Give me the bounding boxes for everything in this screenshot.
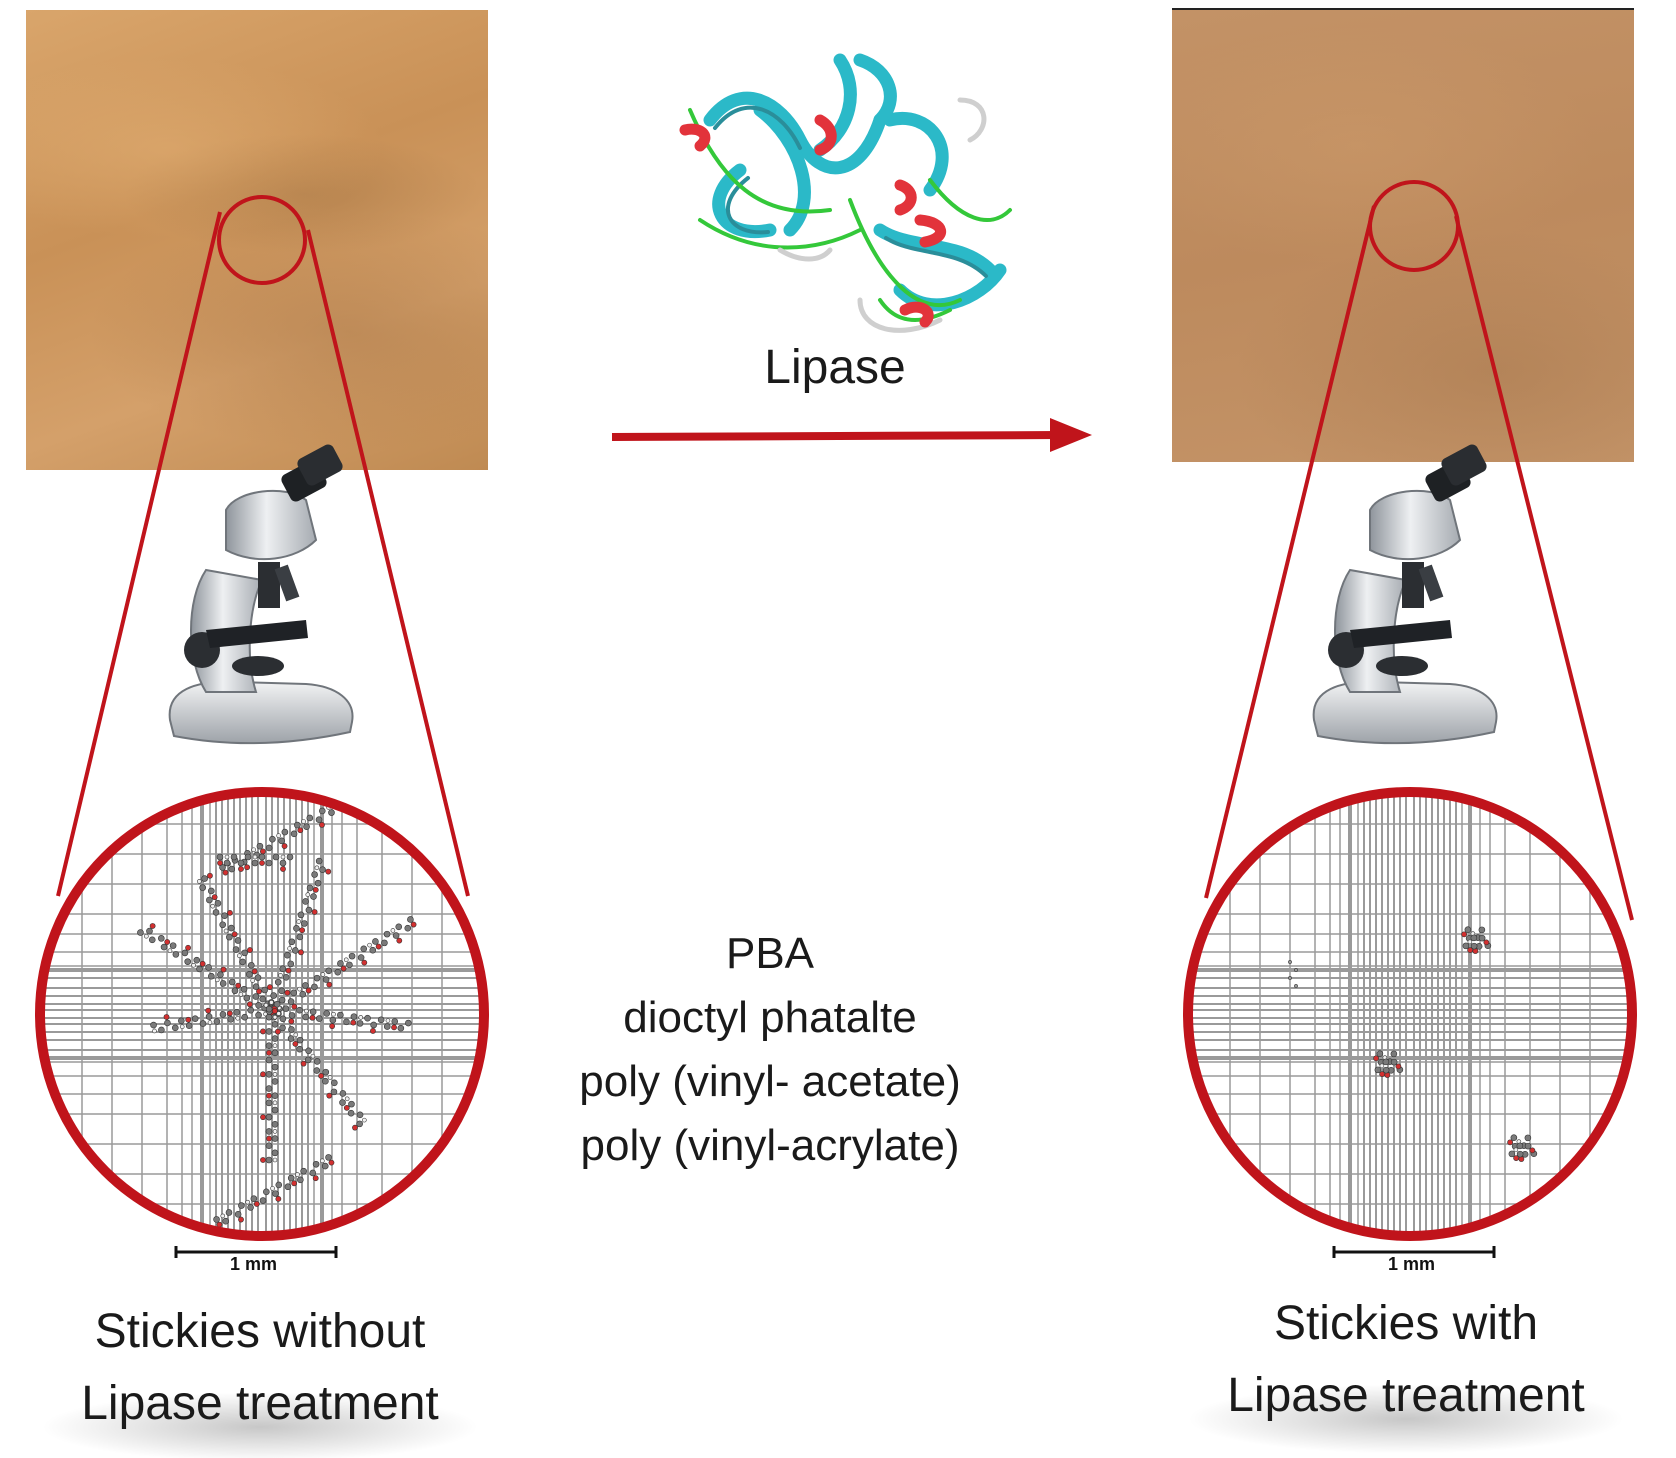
chemical-item: dioctyl phatalte (623, 993, 917, 1042)
chemical-list: PBA dioctyl phatalte poly (vinyl- acetat… (520, 922, 1020, 1178)
caption-shadow-right (1186, 1384, 1626, 1454)
caption-treated: Stickies with Lipase treatment (1176, 1288, 1636, 1432)
microscope-icon (1312, 444, 1498, 745)
sample-spot-right (1368, 180, 1460, 272)
caption-line: Lipase treatment (81, 1377, 439, 1430)
chemical-item: poly (vinyl-acrylate) (580, 1121, 960, 1170)
caption-shadow-left (40, 1392, 480, 1458)
zoom-lines-right (1204, 205, 1634, 921)
microscope-icon (168, 444, 354, 745)
caption-line: Stickies without (94, 1305, 426, 1358)
lipase-protein-icon (679, 53, 1012, 333)
lipase-label: Lipase (764, 341, 906, 394)
arrow-right-icon (611, 418, 1092, 452)
chemical-item: poly (vinyl- acetate) (579, 1057, 961, 1106)
zoom-lines-left (56, 211, 470, 897)
scale-label-left: 1 mm (230, 1254, 278, 1274)
magnified-view-left (35, 787, 489, 1258)
paper-sample-untreated (26, 10, 488, 470)
caption-untreated: Stickies without Lipase treatment (30, 1296, 490, 1440)
caption-line: Stickies with (1273, 1297, 1539, 1350)
magnified-view-right (1183, 787, 1637, 1258)
sample-spot-left (217, 195, 307, 285)
paper-sample-treated (1172, 8, 1634, 462)
caption-line: Lipase treatment (1227, 1369, 1585, 1422)
scale-label-right: 1 mm (1388, 1254, 1436, 1274)
chemical-item: PBA (725, 929, 815, 978)
